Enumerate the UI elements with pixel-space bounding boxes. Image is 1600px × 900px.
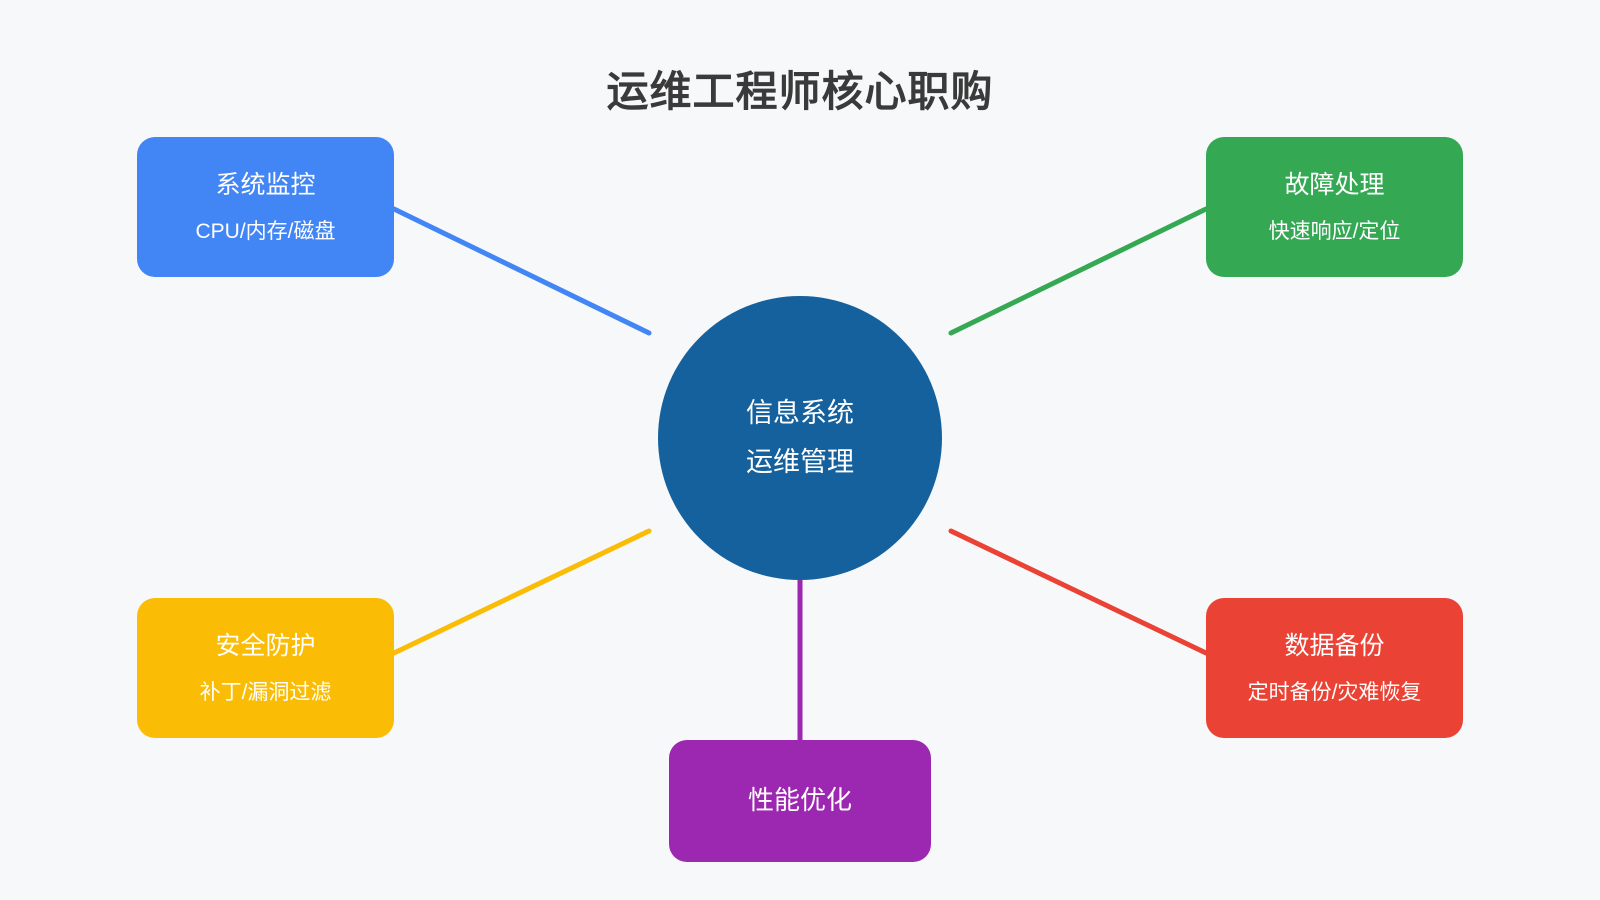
- connector-security-protection: [391, 528, 652, 656]
- node-title: 性能优化: [747, 785, 852, 816]
- connector-system-monitoring: [391, 206, 652, 336]
- center-node: 信息系统 运维管理: [658, 296, 942, 580]
- node-system-monitoring: 系统监控 CPU/内存/磁盘: [137, 137, 394, 277]
- node-subtitle: 快速响应/定位: [1268, 219, 1401, 243]
- connector-fault-handling: [948, 206, 1209, 336]
- node-title: 数据备份: [1284, 632, 1385, 661]
- diagram-title: 运维工程师核心职购: [606, 68, 994, 116]
- node-title: 安全防护: [215, 632, 316, 661]
- node-title: 系统监控: [215, 171, 316, 200]
- node-data-backup: 数据备份 定时备份/灾难恢复: [1206, 598, 1463, 738]
- node-security-protection: 安全防护 补丁/漏洞过滤: [137, 598, 394, 738]
- node-subtitle: CPU/内存/磁盘: [195, 219, 336, 243]
- node-performance-optimization: 性能优化: [669, 740, 931, 862]
- center-node-label-line1: 信息系统: [746, 397, 854, 428]
- node-subtitle: 定时备份/灾难恢复: [1247, 680, 1422, 704]
- connector-data-backup: [948, 528, 1209, 656]
- node-title: 故障处理: [1284, 171, 1385, 200]
- node-fault-handling: 故障处理 快速响应/定位: [1206, 137, 1463, 277]
- node-subtitle: 补丁/漏洞过滤: [199, 680, 332, 704]
- center-node-label-line2: 运维管理: [746, 446, 854, 477]
